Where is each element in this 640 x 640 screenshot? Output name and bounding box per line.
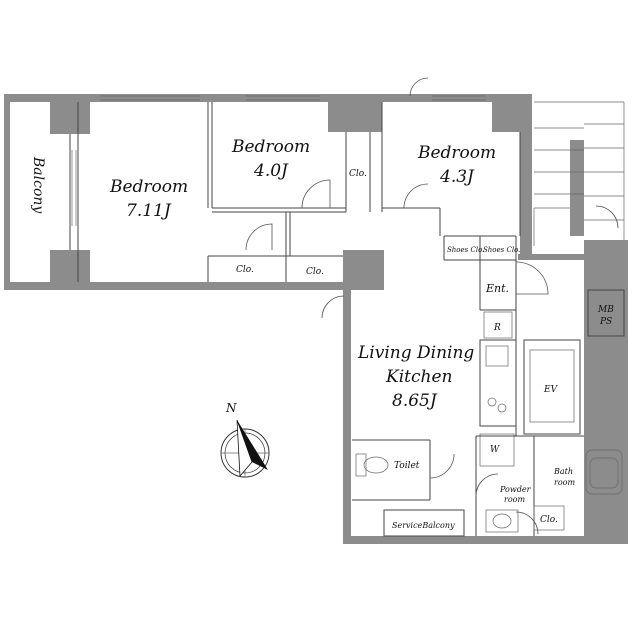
washer-label: W xyxy=(490,445,500,455)
bath-room-line1: Bath xyxy=(553,467,573,476)
fridge-label: R xyxy=(493,323,501,333)
clo-bedroom1-a: Clo. xyxy=(236,265,254,275)
ldk-line2: Kitchen xyxy=(385,367,452,387)
bedroom1-size: 7.11J xyxy=(126,201,172,221)
room-labels: Balcony Bedroom 7.11J Bedroom 4.0J Bedro… xyxy=(30,137,614,530)
clo-powder: Clo. xyxy=(540,515,558,525)
clo-bedroom2: Clo. xyxy=(349,169,367,179)
service-balcony-label: ServiceBalcony xyxy=(392,521,455,530)
powder-room-line2: room xyxy=(504,495,525,504)
shoes-clo-2: Shoes Clo. xyxy=(483,246,520,254)
bedroom1-name: Bedroom xyxy=(109,177,188,197)
ev-label: EV xyxy=(543,385,559,395)
mb-label: MB xyxy=(597,305,614,315)
balcony-label: Balcony xyxy=(30,156,46,214)
ldk-size: 8.65J xyxy=(392,391,438,411)
compass-needle-icon xyxy=(237,420,268,470)
bedroom3-size: 4.3J xyxy=(439,167,475,187)
shoes-clo-1: Shoes Clo. xyxy=(447,246,484,254)
ent-label: Ent. xyxy=(485,282,509,295)
doors xyxy=(245,77,619,535)
clo-bedroom1-b: Clo. xyxy=(306,267,324,277)
bedroom2-size: 4.0J xyxy=(253,161,289,181)
bath-room-line2: room xyxy=(554,478,575,487)
toilet-label: Toilet xyxy=(394,461,420,471)
ps-label: PS xyxy=(599,317,612,327)
compass-north-label: N xyxy=(225,401,237,415)
bedroom2-name: Bedroom xyxy=(231,137,310,157)
partitions xyxy=(69,95,625,537)
ldk-line1: Living Dining xyxy=(357,343,474,363)
powder-room-line1: Powder xyxy=(499,485,532,494)
bedroom3-name: Bedroom xyxy=(417,143,496,163)
compass: N xyxy=(220,401,270,478)
walls xyxy=(4,94,628,544)
